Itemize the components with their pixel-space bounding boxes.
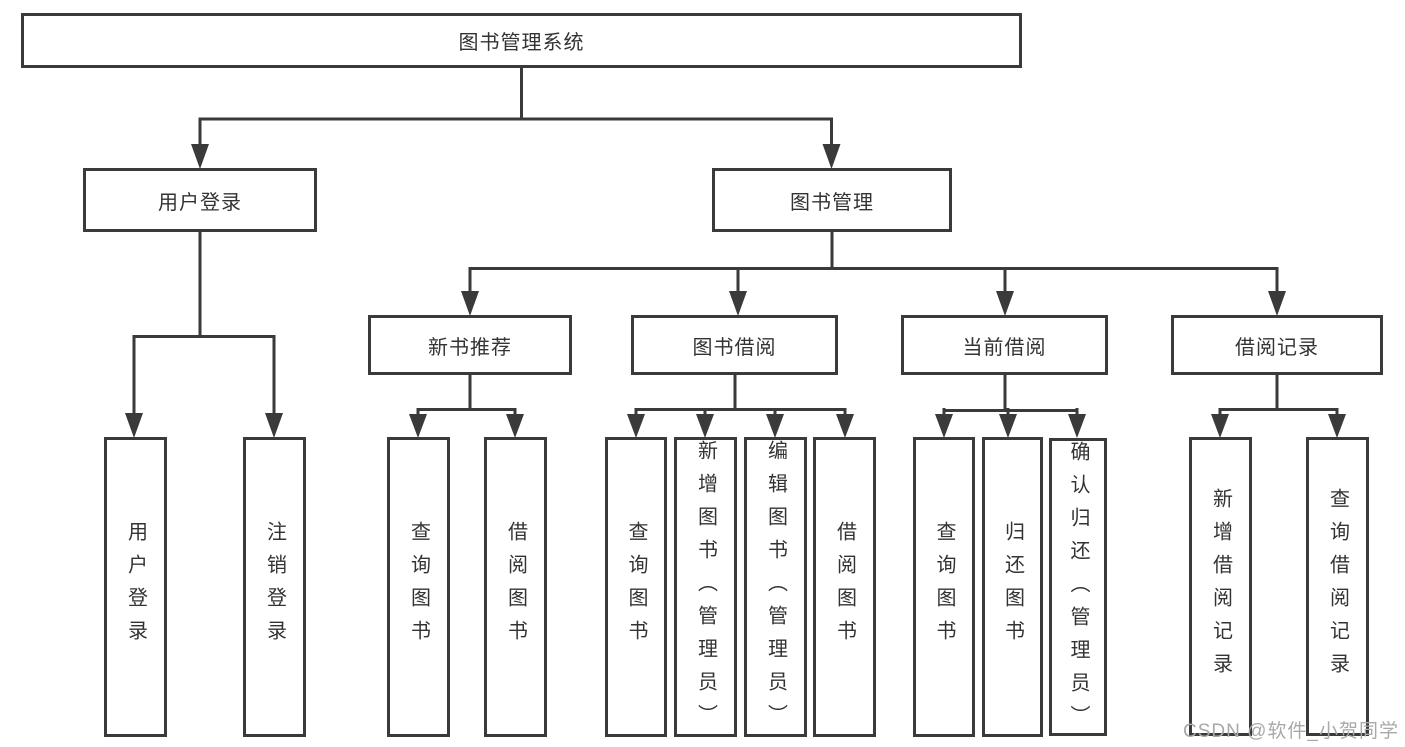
node-user-login: 用户登录 (83, 168, 317, 232)
node-leaf-edit-books-admin: 编辑图书（管理员） (744, 437, 807, 737)
node-leaf-query-borrow-record: 查询借阅记录 (1306, 437, 1369, 736)
node-borrowing-records: 借阅记录 (1171, 315, 1383, 375)
node-leaf-logout: 注销登录 (243, 437, 306, 737)
node-leaf-borrow-books-rec: 借阅图书 (484, 437, 547, 737)
node-leaf-return-books: 归还图书 (982, 437, 1043, 737)
node-root: 图书管理系统 (21, 13, 1022, 68)
node-leaf-query-books-rec: 查询图书 (387, 437, 450, 737)
node-leaf-add-books-admin: 新增图书（管理员） (674, 437, 737, 737)
csdn-watermark: CSDN @软件_小贺同学 (1183, 721, 1399, 742)
node-leaf-query-books-current: 查询图书 (913, 437, 975, 737)
node-current-borrowing: 当前借阅 (901, 315, 1108, 375)
node-leaf-confirm-return-admin: 确认归还（管理员） (1049, 438, 1107, 738)
node-leaf-query-books-borrow: 查询图书 (605, 437, 667, 737)
node-new-book-recommendation: 新书推荐 (368, 315, 572, 375)
node-book-management: 图书管理 (712, 168, 952, 232)
node-leaf-borrow-books: 借阅图书 (813, 437, 876, 737)
node-leaf-user-login: 用户登录 (104, 437, 167, 737)
node-leaf-add-borrow-record: 新增借阅记录 (1189, 437, 1252, 736)
node-book-borrowing: 图书借阅 (631, 315, 838, 375)
